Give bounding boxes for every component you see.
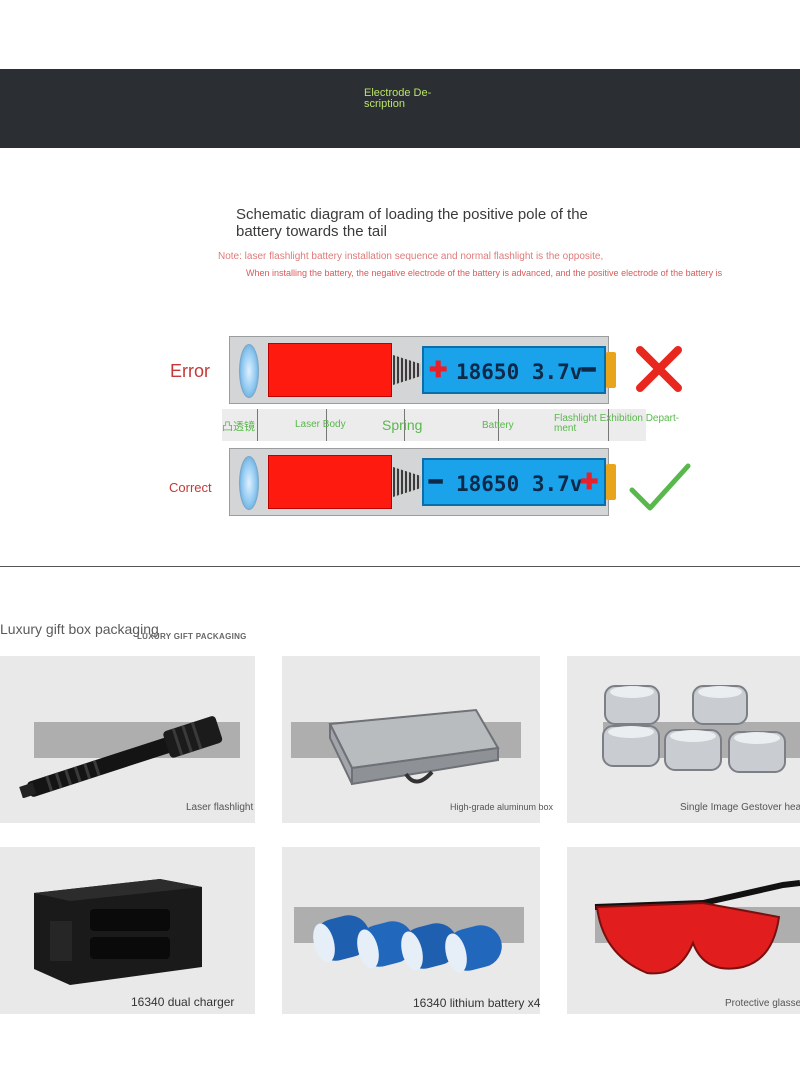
flashlight-diagram-error: ✚ 18650 3.7v ━ <box>229 336 616 404</box>
laser-body-block <box>268 455 392 509</box>
plus-sign-icon: ✚ <box>580 469 599 494</box>
checkmark-icon <box>629 463 691 511</box>
battery-label: 18650 3.7v <box>456 472 583 496</box>
product-label: Single Image Gestover head <box>680 802 800 813</box>
spring-icon <box>393 467 421 497</box>
product-card-batteries: 16340 lithium battery x4 <box>282 847 540 1014</box>
part-laser-body-label: Laser Body <box>295 419 346 430</box>
packaging-subtitle: LUXURY GIFT PACKAGING <box>137 632 247 641</box>
batteries-image <box>313 915 502 973</box>
battery-label: 18650 3.7v <box>456 360 583 384</box>
product-label: 16340 lithium battery x4 <box>413 996 541 1010</box>
plus-sign-icon: ✚ <box>429 357 448 382</box>
charger-image <box>34 879 202 985</box>
product-label: High-grade aluminum box <box>450 802 554 812</box>
battery-cap-icon <box>606 352 616 388</box>
product-label: Protective glasses <box>725 998 800 1009</box>
minus-sign-icon: ━ <box>582 357 596 382</box>
flashlight-diagram-correct: ━ 18650 3.7v ✚ <box>229 448 616 516</box>
protective-glasses-image <box>594 880 800 975</box>
minus-sign-icon: ━ <box>429 469 443 494</box>
product-card-laser-flashlight: Laser flashlight <box>0 656 255 823</box>
lens-icon <box>239 344 259 398</box>
error-label: Error <box>170 361 210 381</box>
aluminum-case-image <box>328 708 500 786</box>
lens-icon <box>239 456 259 510</box>
packaging-title: Luxury gift box packaging <box>0 621 159 637</box>
product-card-charger: 16340 dual charger <box>0 847 255 1014</box>
product-label: Laser flashlight <box>186 802 254 813</box>
header-banner <box>0 69 800 148</box>
note-line-2: When installing the battery, the negativ… <box>246 268 723 278</box>
banner-title: Electrode De-scription <box>364 87 432 110</box>
schematic-title: Schematic diagram of loading the positiv… <box>236 206 588 240</box>
part-battery-label: Battery <box>482 420 514 431</box>
product-card-aluminum-box: High-grade aluminum box <box>282 656 553 823</box>
cross-icon <box>636 346 682 392</box>
note-line-1: Note: laser flashlight battery installat… <box>218 251 604 262</box>
battery-icon: ━ 18650 3.7v ✚ <box>422 458 606 506</box>
parts-label-strip: 凸透镜 Laser Body Spring Battery Flashlight… <box>222 409 679 441</box>
spring-icon <box>393 355 421 385</box>
part-flashlight-label: Flashlight Exhibition Depart-ment <box>554 413 680 434</box>
product-card-heads: Single Image Gestover head <box>567 656 800 823</box>
product-card-glasses: Protective glasses <box>567 847 800 1014</box>
part-lens-label: 凸透镜 <box>222 421 255 433</box>
battery-cap-icon <box>606 464 616 500</box>
part-spring-label: Spring <box>382 417 423 433</box>
lens-heads-image <box>602 685 786 773</box>
laser-flashlight-image <box>19 716 223 798</box>
product-label: 16340 dual charger <box>131 995 235 1009</box>
battery-icon: ✚ 18650 3.7v ━ <box>422 346 606 394</box>
section-divider <box>0 566 800 567</box>
laser-body-block <box>268 343 392 397</box>
correct-label: Correct <box>169 480 212 495</box>
